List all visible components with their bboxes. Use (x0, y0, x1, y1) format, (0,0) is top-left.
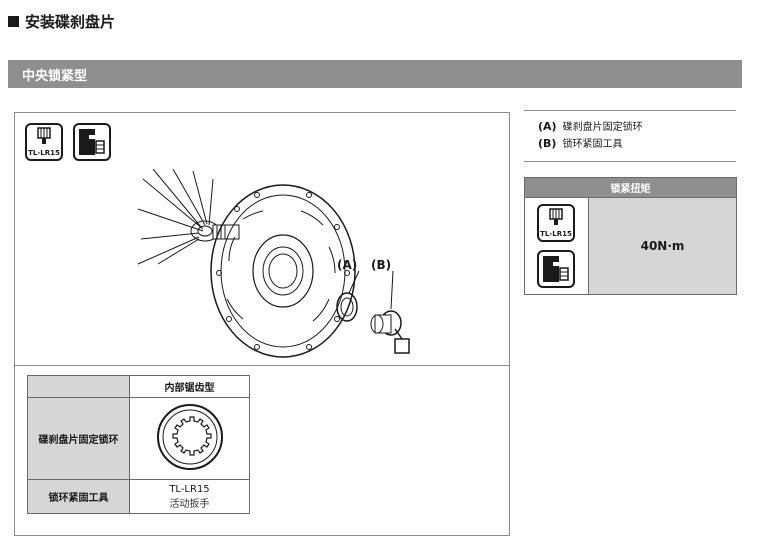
legend-item: (B) 锁环紧固工具 (538, 136, 736, 153)
torque-tool-icons: TL-LR15 (525, 198, 589, 294)
spec-table-row-label: 锁环紧固工具 (27, 479, 130, 514)
lockring-serration-icon (156, 404, 223, 470)
callout-a: (A) (337, 258, 358, 272)
section-header: 中央锁紧型 (8, 60, 742, 88)
torque-header: 锁紧扭矩 (525, 178, 736, 198)
torque-value: 40N·m (589, 198, 736, 294)
tool-label: TL-LR15 (540, 230, 572, 238)
legend-key: (A) (538, 120, 557, 133)
wrench-icon (73, 123, 111, 161)
tool-description: 活动扳手 (169, 498, 210, 510)
tool-model: TL-LR15 (169, 483, 210, 495)
spec-table-tool-cell: TL-LR15 活动扳手 (129, 479, 250, 514)
tool-label: TL-LR15 (28, 149, 60, 157)
legend-text: 锁环紧固工具 (562, 139, 623, 150)
page-title: 安装碟刹盘片 (8, 11, 115, 32)
spec-table: 内部锯齿型 碟刹盘片固定锁环 锁环紧固工具 TL-LR15 活动扳手 (27, 375, 250, 514)
rotor-assembly-diagram (137, 169, 410, 358)
illustration-panel: TL-LR15 (14, 112, 510, 536)
square-bullet-icon (8, 16, 19, 27)
section-header-text: 中央锁紧型 (22, 68, 88, 84)
spec-table-corner (27, 375, 130, 398)
callout-b: (B) (371, 258, 392, 272)
wrench-icon (537, 250, 575, 288)
legend-text: 碟刹盘片固定锁环 (562, 122, 643, 133)
torque-table: 锁紧扭矩 TL-LR15 (524, 177, 737, 295)
lockring-tool-icon: TL-LR15 (25, 123, 63, 161)
internal-serration-lockring-image (129, 397, 250, 480)
spec-table-row-label: 碟刹盘片固定锁环 (27, 397, 130, 480)
lockring-tool-icon: TL-LR15 (537, 204, 575, 242)
legend-key: (B) (538, 137, 557, 150)
spec-table-column-header: 内部锯齿型 (129, 375, 250, 398)
legend: (A) 碟刹盘片固定锁环 (B) 锁环紧固工具 (524, 110, 736, 162)
panel-divider (15, 365, 509, 366)
legend-item: (A) 碟刹盘片固定锁环 (538, 119, 736, 136)
page-title-text: 安装碟刹盘片 (25, 13, 116, 31)
